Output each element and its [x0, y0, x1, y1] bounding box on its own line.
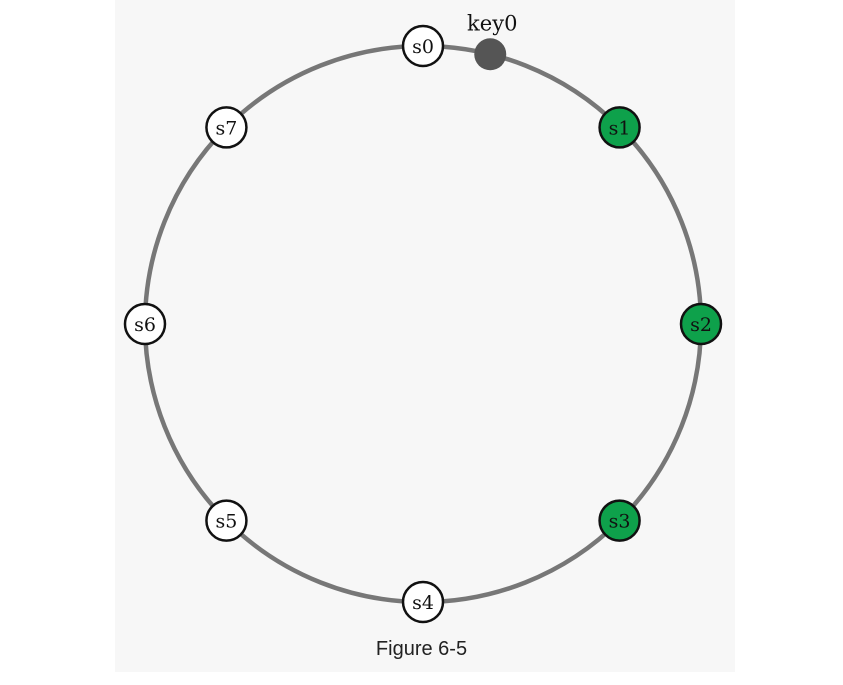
- server-node-s0: s0: [401, 24, 445, 68]
- server-node-s6: s6: [123, 302, 167, 346]
- key-dot: [474, 38, 507, 71]
- server-node-label: s3: [609, 511, 631, 533]
- server-node-s7: s7: [205, 106, 248, 149]
- key-marker: key0: [467, 11, 517, 71]
- server-node-label: s2: [690, 314, 712, 336]
- server-node-circle: [205, 499, 248, 542]
- server-node-circle: [401, 24, 445, 68]
- server-node-s3: s3: [598, 499, 641, 542]
- server-node-s2: s2: [679, 302, 723, 346]
- server-node-label: s1: [609, 117, 631, 139]
- server-node-circle: [123, 302, 167, 346]
- server-node-label: s7: [216, 117, 238, 139]
- server-node-label: s6: [134, 314, 156, 336]
- server-node-circle: [679, 302, 723, 346]
- server-node-circle: [598, 106, 641, 149]
- server-node-circle: [598, 499, 641, 542]
- server-node-label: s4: [412, 592, 434, 614]
- server-node-label: s0: [412, 36, 434, 58]
- figure-caption: Figure 6-5: [375, 638, 468, 660]
- server-node-circle: [205, 106, 248, 149]
- server-node-s5: s5: [205, 499, 248, 542]
- server-node-s4: s4: [401, 580, 445, 624]
- key-label: key0: [467, 11, 517, 35]
- server-nodes: s0 s1 s2 s3 s4 s5 s6 s7: [123, 24, 723, 624]
- cut-off-text-strip: [0, 676, 843, 685]
- server-node-circle: [401, 580, 445, 624]
- server-node-s1: s1: [598, 106, 641, 149]
- server-node-label: s5: [216, 511, 238, 533]
